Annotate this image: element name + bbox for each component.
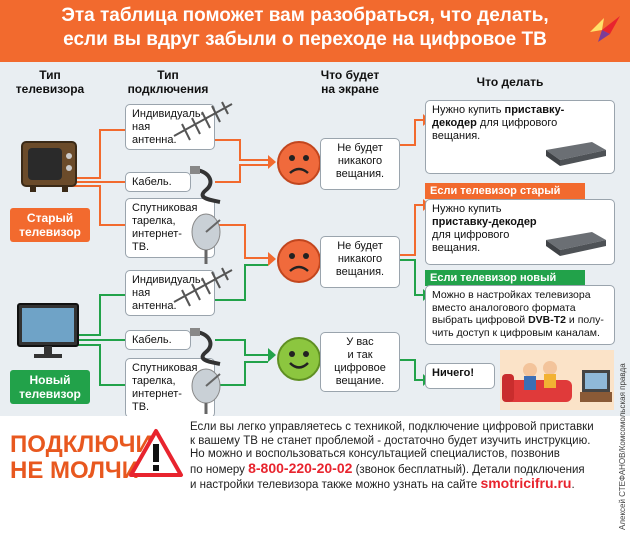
action-1-bold: приставку- декодер: [432, 104, 565, 129]
old-tv-label: Старый телевизор: [10, 208, 90, 242]
screen-already-digital: У вас и так цифровое вещание.: [320, 332, 400, 392]
action-3-text-end: и полу- чить доступ к цифровым каналам.: [432, 314, 604, 339]
footer-phone: 8-800-220-20-02: [248, 459, 353, 476]
footer-info-2: (звонок бесплатный). Детали подключения …: [190, 463, 585, 492]
footer-panel: [0, 416, 630, 540]
cable-icon: [190, 166, 221, 204]
connection-antenna-old: Индивидуаль- ная антенна.: [125, 104, 215, 150]
connection-cable-old: Кабель.: [125, 172, 191, 192]
action-2-text-end: для цифрового вещания.: [432, 229, 510, 254]
column-header-connection-type: Тип подключения: [127, 68, 209, 96]
action-nothing: Ничего!: [425, 363, 495, 389]
screen-no-broadcast-1: Не будет никакого вещания.: [320, 138, 400, 190]
header-banner: [0, 0, 630, 62]
action-buy-decoder-1: Нужно купить приставку- декодер для цифр…: [425, 100, 615, 174]
condition-old-tv: Если телевизор старый: [425, 183, 585, 199]
column-header-screen: Что будет на экране: [320, 68, 380, 96]
action-1-text-end: для цифрового вещания.: [432, 117, 558, 142]
happy-face-icon: [277, 337, 321, 381]
column-header-what-to-do: Что делать: [476, 75, 544, 89]
connection-cable-new: Кабель.: [125, 330, 191, 350]
action-2-bold: приставку-декодер: [432, 216, 537, 228]
action-buy-decoder-2: Нужно купить приставку-декодер для цифро…: [425, 199, 615, 265]
title-line-2: если вы вдруг забыли о переходе на цифро…: [63, 29, 547, 50]
footer-info-3: .: [571, 479, 575, 491]
new-tv-label: Новый телевизор: [10, 370, 90, 404]
cable-icon: [190, 328, 221, 366]
set-top-box-icon: [546, 232, 606, 256]
old-tv-icon: [21, 141, 77, 192]
action-3-text: Можно в настройках телевизора вместо ана…: [432, 289, 591, 326]
title-line-1: Эта таблица поможет вам разобраться, что…: [61, 5, 549, 26]
column-header-tv-type: Тип телевизора: [15, 68, 85, 96]
action-1-text: Нужно купить: [432, 104, 505, 116]
sad-face-icon: [277, 239, 321, 283]
satellite-dish-icon: [191, 213, 221, 264]
condition-new-tv: Если телевизор новый: [425, 270, 585, 286]
author-credit: Алексей СТЕФАНОВ/Комсомольская правда: [618, 363, 627, 530]
bird-logo-icon: [590, 16, 620, 42]
footer-info-1: Если вы легко управляетесь с техникой, п…: [190, 421, 594, 476]
antenna-icon: [173, 267, 233, 307]
satellite-dish-icon: [191, 368, 221, 414]
screen-no-broadcast-2: Не будет никакого вещания.: [320, 236, 400, 288]
family-watching-tv-illustration: [500, 350, 614, 410]
set-top-box-icon: [546, 142, 606, 166]
warning-icon: [129, 429, 183, 477]
footer-info-text: Если вы легко управляетесь с техникой, п…: [190, 421, 610, 493]
new-tv-icon: [17, 303, 79, 358]
call-to-action: ПОДКЛЮЧИ, НЕ МОЛЧИ: [10, 431, 160, 484]
connection-antenna-new: Индивидуаль- ная антенна.: [125, 270, 215, 316]
footer-site: smotricifru.ru: [480, 475, 572, 491]
connector-lines: [72, 114, 430, 386]
action-choose-dvb-t2: Можно в настройках телевизора вместо ана…: [425, 285, 615, 345]
sad-face-icon: [277, 141, 321, 185]
action-3-bold: DVB-T2: [528, 314, 566, 326]
antenna-icon: [173, 101, 233, 141]
page-title: Эта таблица поможет вам разобраться, что…: [40, 4, 570, 52]
action-2-text: Нужно купить: [432, 203, 502, 215]
